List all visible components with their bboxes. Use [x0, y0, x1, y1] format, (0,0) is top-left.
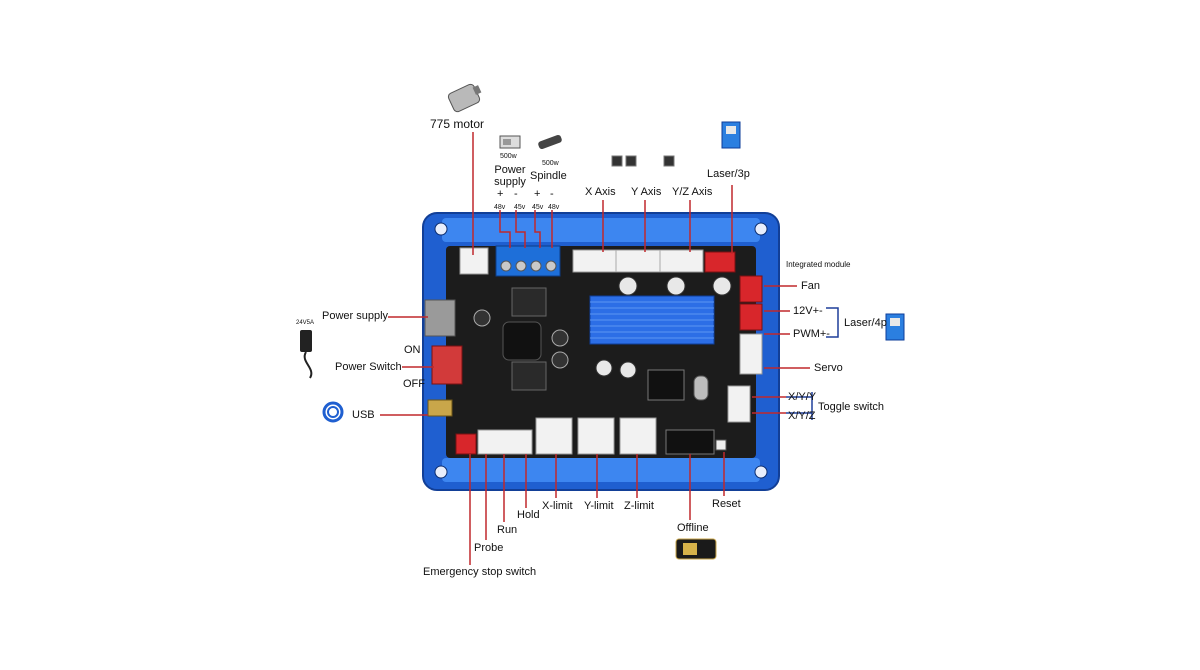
y-limit-label: Y-limit [584, 500, 614, 512]
reset-label: Reset [712, 498, 741, 510]
usb-port [427, 399, 453, 417]
voltage-label: 48v [494, 204, 506, 211]
minus-label: - [550, 188, 554, 200]
capacitor [595, 359, 613, 377]
frame-top-strip [442, 218, 760, 242]
power-supply-icon [499, 135, 521, 149]
laser-3p-connector [704, 251, 736, 273]
regulator [511, 361, 547, 391]
mount-hole [754, 222, 768, 236]
voltage-label: 45v [532, 204, 544, 211]
usb-label: USB [352, 409, 375, 421]
power-supply-label: Power supply [322, 310, 389, 322]
mcu-chip [647, 369, 685, 401]
plus-label: + [534, 188, 541, 200]
mount-hole [434, 222, 448, 236]
motor-connector [459, 247, 489, 275]
servo-label: Servo [814, 362, 843, 374]
estop-label: Emergency stop switch [423, 566, 537, 578]
on-label: ON [404, 344, 421, 356]
yz-axis-label: Y/Z Axis [672, 186, 713, 198]
capacitor [551, 329, 569, 347]
servo-connector [739, 333, 763, 375]
power-adapter-icon [300, 330, 313, 379]
laser-4p-label: Laser/4p [844, 317, 887, 329]
voltage-label: 45v [514, 204, 526, 211]
run-hold-connector [477, 429, 533, 455]
laser-3p-label: Laser/3p [707, 168, 750, 180]
integrated-module-label: Integrated module [786, 260, 851, 269]
laser-module-4p-icon [885, 313, 905, 341]
leader-spindle-plus [534, 210, 541, 248]
terminal-screw [500, 260, 512, 272]
minus-label: - [514, 188, 518, 200]
terminal-screw [545, 260, 557, 272]
capacitor [666, 276, 686, 296]
reset-button [715, 439, 727, 451]
laser4p-bracket [826, 307, 839, 338]
offline-header [665, 429, 715, 455]
capacitor [712, 276, 732, 296]
spindle-icon [538, 134, 562, 150]
laser-module-3p-icon [721, 121, 741, 149]
capacitor [618, 276, 638, 296]
power-switch [431, 345, 463, 385]
estop-connector [455, 433, 477, 455]
12v-label: 12V+- [793, 305, 823, 317]
terminal-screw [515, 260, 527, 272]
fan-label: Fan [801, 280, 820, 292]
off-label: OFF [403, 378, 425, 390]
adapter-tag: 24V5A [296, 320, 315, 326]
mount-hole [754, 465, 768, 479]
regulator [511, 287, 547, 317]
frame-bottom-strip [442, 458, 760, 482]
leader-psu-plus [499, 210, 511, 248]
x-axis-label: X Axis [585, 186, 616, 198]
mount-hole [434, 465, 448, 479]
offline-label: Offline [677, 522, 709, 534]
voltage-label: 48v [548, 204, 560, 211]
y-axis-label: Y Axis [631, 186, 662, 198]
capacitor [619, 361, 637, 379]
probe-label: Probe [474, 542, 504, 554]
x-limit-connector [535, 417, 573, 455]
offline-controller-icon [675, 538, 717, 560]
spindle-label: Spindle [530, 170, 567, 182]
motor-775-icon [447, 83, 482, 113]
toggle-switch-label: Toggle switch [818, 401, 885, 413]
stepper-motor-icon [611, 155, 675, 167]
leader-lines [380, 132, 810, 565]
terminal-screw [530, 260, 542, 272]
capacitor [473, 309, 491, 327]
z-limit-connector [619, 417, 657, 455]
plus-label: + [497, 188, 504, 200]
y-limit-connector [577, 417, 615, 455]
xyy-label: X/Y/Y [788, 391, 817, 403]
hold-label: Hold [517, 509, 540, 521]
xyz-label: X/Y/Z [788, 410, 816, 422]
pwm-label: PWM+- [793, 328, 830, 340]
psu-label: Power supply [494, 164, 526, 188]
usb-cable-icon [322, 401, 344, 423]
x-limit-label: X-limit [542, 500, 573, 512]
leader-psu-minus [515, 210, 526, 248]
crystal [693, 375, 709, 401]
fan-connector [739, 275, 763, 303]
toggle-switch [727, 385, 751, 423]
motor-775-label: 775 motor [430, 117, 485, 131]
inductor [502, 321, 542, 361]
power-switch-label: Power Switch [335, 361, 402, 373]
psu-watt-label: 500w [500, 153, 517, 160]
z-limit-label: Z-limit [624, 500, 654, 512]
toggle-bracket-arms [786, 396, 812, 414]
spindle-watt-label: 500w [542, 160, 559, 167]
power-jack [424, 299, 456, 337]
capacitor [551, 351, 569, 369]
laser-4p-connector [739, 303, 763, 331]
run-label: Run [497, 524, 518, 536]
axis-connectors [572, 249, 704, 273]
